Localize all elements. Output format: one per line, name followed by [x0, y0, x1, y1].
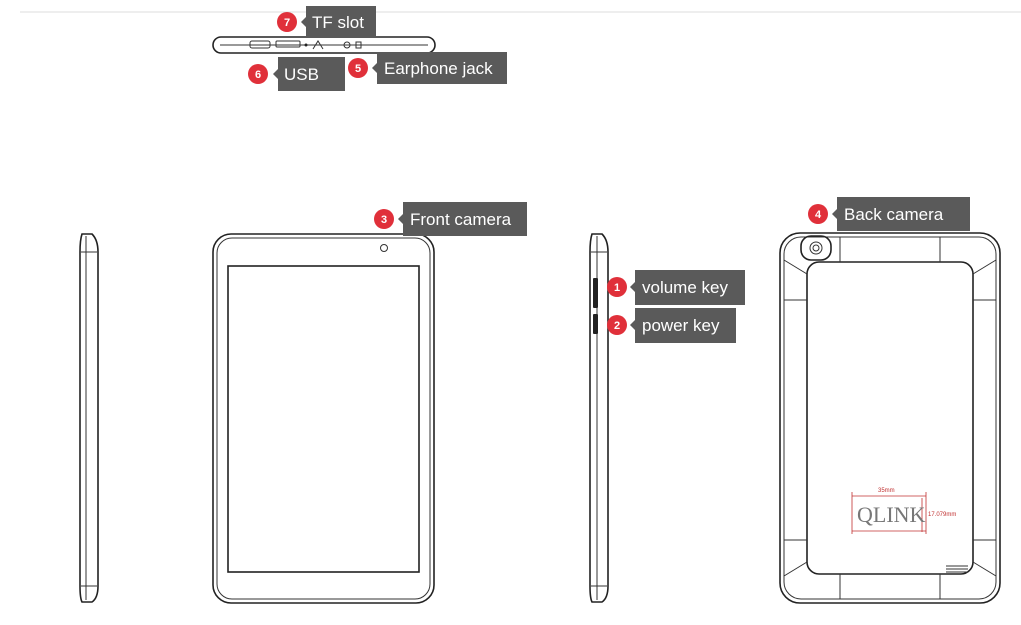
back-camera-lens: [809, 241, 823, 255]
callout-number: 7: [284, 17, 290, 29]
back-camera-lens-inner: [812, 244, 820, 252]
callout-number: 4: [815, 209, 822, 221]
callout-label-bg: [306, 6, 376, 38]
callout-volume-key: 1 volume key: [607, 270, 745, 305]
callout-badge: [348, 58, 368, 78]
power-key-shape: [593, 314, 598, 334]
tablet-left-side-view: [79, 233, 99, 603]
logo-area: 35mm 17.079mm QLINK: [851, 488, 956, 534]
bumper-line-2: [972, 259, 997, 275]
callout-label: USB: [284, 65, 319, 84]
callout-tf-slot: 7 TF slot: [277, 6, 376, 38]
right-side-outline: [589, 233, 609, 603]
callout-usb: 6 USB: [248, 57, 345, 91]
bumper-line-4: [972, 561, 997, 577]
logo-height-dimension: 17.079mm: [928, 512, 956, 518]
callout-power-key: 2 power key: [607, 308, 736, 343]
callout-label-bg: [837, 197, 970, 231]
callout-earphone-jack: 5 Earphone jack: [348, 52, 507, 84]
usb-port: [249, 40, 271, 49]
callout-pointer: [398, 214, 403, 224]
logo-width-dimension: 35mm: [878, 488, 895, 494]
callout-badge: [277, 12, 297, 32]
edge-marking: [312, 40, 324, 50]
back-outer-frame: [779, 232, 1001, 604]
callout-label: Earphone jack: [384, 59, 493, 78]
callout-pointer: [630, 320, 635, 330]
back-center-panel: [806, 261, 974, 575]
tablet-front-view: [212, 233, 435, 604]
callout-pointer: [630, 282, 635, 292]
front-outer-frame: [212, 233, 435, 604]
callout-badge: [607, 315, 627, 335]
callout-number: 5: [355, 63, 361, 75]
bumper-line-1: [783, 259, 808, 275]
mic-hole: [304, 43, 308, 47]
earphone-jack-opening: [343, 41, 351, 49]
callout-number: 1: [614, 282, 620, 294]
callout-number: 3: [381, 214, 387, 226]
speaker-grille: [946, 565, 968, 573]
callout-badge: [607, 277, 627, 297]
tablet-right-side-view: [589, 233, 609, 603]
front-screen: [227, 265, 420, 573]
volume-key-shape: [593, 278, 598, 308]
callout-badge: [374, 209, 394, 229]
callout-label: Front camera: [410, 210, 512, 229]
callout-pointer: [301, 17, 306, 27]
front-inner-frame: [216, 237, 431, 600]
callout-label: volume key: [642, 278, 728, 297]
callout-badge: [248, 64, 268, 84]
tf-slot-opening: [275, 40, 301, 48]
callout-pointer: [273, 69, 278, 79]
callout-label: power key: [642, 316, 720, 335]
bumper-line-3: [783, 561, 808, 577]
logo-brand-text: QLINK: [857, 502, 926, 527]
callout-label-bg: [403, 202, 527, 236]
callout-number: 2: [614, 320, 620, 332]
left-side-outline: [79, 233, 99, 603]
callout-pointer: [372, 63, 377, 73]
callout-pointer: [832, 209, 837, 219]
callout-label-bg: [377, 52, 507, 84]
back-outer-inner-frame: [783, 236, 997, 600]
callout-label-bg: [635, 308, 736, 343]
callout-label-bg: [278, 57, 345, 91]
callout-back-camera: 4 Back camera: [808, 197, 970, 231]
callout-label: Back camera: [844, 205, 944, 224]
back-camera-module: [800, 235, 832, 261]
tablet-bottom-edge-view: [212, 36, 436, 54]
tablet-back-view: 35mm 17.079mm QLINK: [779, 232, 1001, 604]
callout-number: 6: [255, 69, 261, 81]
callout-front-camera: 3 Front camera: [374, 202, 527, 236]
edge-port-small: [355, 41, 362, 49]
front-camera-lens: [380, 244, 388, 252]
callout-label: TF slot: [312, 13, 364, 32]
callout-badge: [808, 204, 828, 224]
callout-label-bg: [635, 270, 745, 305]
